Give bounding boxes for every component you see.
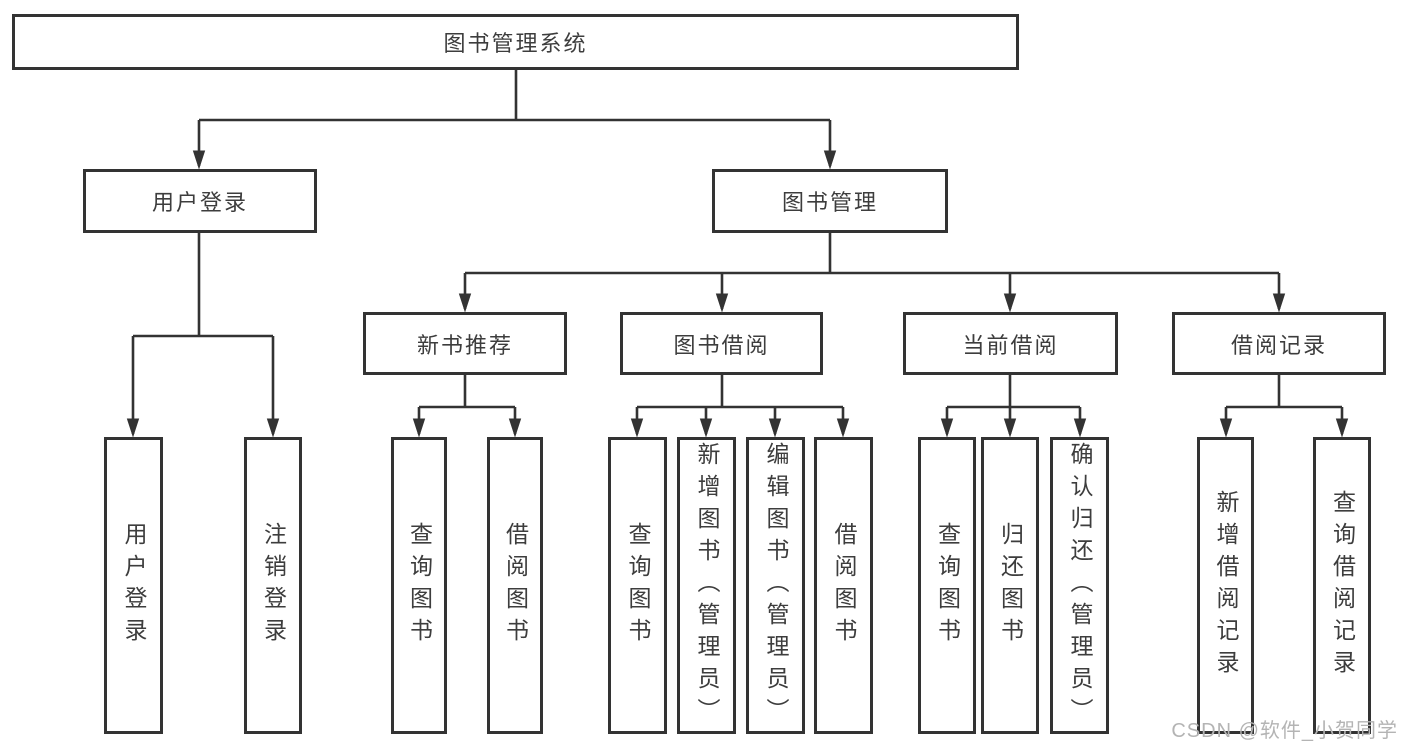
arrowhead — [192, 150, 206, 170]
node-book-management: 图书管理 — [712, 169, 948, 233]
arrowhead — [630, 418, 644, 438]
arrowhead — [126, 418, 140, 438]
leaf-nbr-query-books: 查询图书 — [391, 437, 447, 734]
arrowhead — [823, 150, 837, 170]
leaf-br-query-borrow-record: 查询借阅记录 — [1313, 437, 1371, 734]
arrowhead — [412, 418, 426, 438]
arrowhead — [715, 293, 729, 313]
arrowhead — [458, 293, 472, 313]
leaf-bb-edit-books-admin: 编辑图书（管理员） — [746, 437, 805, 734]
leaf-cb-query-books: 查询图书 — [918, 437, 976, 734]
arrowheads — [126, 150, 1349, 438]
leaf-cb-return-books: 归还图书 — [981, 437, 1039, 734]
leaf-bb-add-books-admin: 新增图书（管理员） — [677, 437, 736, 734]
arrowhead — [836, 418, 850, 438]
tree-connector-path — [131, 69, 1344, 434]
arrowhead — [1335, 418, 1349, 438]
leaf-br-add-borrow-record: 新增借阅记录 — [1197, 437, 1254, 734]
node-user-login: 用户登录 — [83, 169, 317, 233]
leaf-bb-borrow-books: 借阅图书 — [814, 437, 873, 734]
arrowhead — [1219, 418, 1233, 438]
leaf-bb-query-books: 查询图书 — [608, 437, 667, 734]
node-root-library-management-system: 图书管理系统 — [12, 14, 1019, 70]
arrowhead — [1272, 293, 1286, 313]
arrowhead — [1073, 418, 1087, 438]
leaf-cb-confirm-return-admin: 确认归还（管理员） — [1050, 437, 1109, 734]
node-book-borrowing: 图书借阅 — [620, 312, 823, 375]
csdn-watermark: CSDN @软件_小贺同学 — [1171, 720, 1398, 742]
node-new-book-recommendation: 新书推荐 — [363, 312, 567, 375]
arrowhead — [940, 418, 954, 438]
arrowhead — [266, 418, 280, 438]
arrowhead — [1003, 418, 1017, 438]
leaf-logout: 注销登录 — [244, 437, 302, 734]
node-borrowing-records: 借阅记录 — [1172, 312, 1386, 375]
node-current-borrowing: 当前借阅 — [903, 312, 1118, 375]
arrowhead — [768, 418, 782, 438]
arrowhead — [699, 418, 713, 438]
arrowhead — [1003, 293, 1017, 313]
leaf-nbr-borrow-books: 借阅图书 — [487, 437, 543, 734]
arrowhead — [508, 418, 522, 438]
leaf-user-login: 用户登录 — [104, 437, 163, 734]
